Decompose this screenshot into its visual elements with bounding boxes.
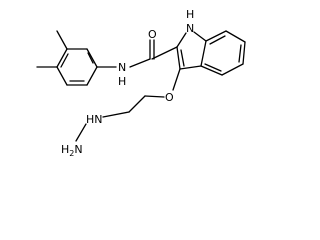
bond-benz-a <box>205 30 227 42</box>
hydrazine-h2n-label: H2N <box>61 143 83 158</box>
bond-nh-nh2 <box>75 123 87 142</box>
bond-ring1-double-1 <box>87 52 94 64</box>
bond-nh-carbonyl <box>129 58 151 68</box>
hydrazine-hn-label: HN <box>86 113 103 126</box>
bond-c3-c2 <box>176 46 181 70</box>
bond-n1-c7a <box>193 31 207 42</box>
bond-ch2-ch2 <box>128 95 146 113</box>
bond-benz-e <box>200 65 223 76</box>
atom-labels: H N O N H O HN H2N <box>61 8 194 158</box>
chemical-structure-diagram: H N O N H O HN H2N <box>36 8 246 158</box>
bond-benz-double-1 <box>209 35 226 45</box>
bond-ring1-b <box>86 66 98 86</box>
bond-o-ch2 <box>144 95 165 98</box>
bond-c3a-c3 <box>179 65 202 70</box>
bond-ring1-d <box>56 66 68 86</box>
hydrazine-n-text: N <box>74 143 82 156</box>
bond-c3-c2-double <box>180 49 185 67</box>
indole-nh-h-label: H <box>186 8 194 21</box>
bond-c2-n1 <box>176 32 187 48</box>
bond-benz-double-2 <box>238 44 242 63</box>
bond-c7a-c3a <box>200 40 207 67</box>
bond-ring1-e <box>56 48 68 68</box>
bond-benz-double-3 <box>204 63 222 72</box>
bond-methyl-top <box>56 30 68 50</box>
amide-n-label: N <box>118 61 126 74</box>
hydrazine-subscript-2: 2 <box>69 149 74 158</box>
bond-c3-o <box>172 68 181 91</box>
indole-n-label: N <box>186 22 194 35</box>
bond-benz-b <box>225 30 246 43</box>
carbonyl-oxygen-label: O <box>148 28 157 41</box>
bond-ch2-nh <box>102 111 130 118</box>
hydrazine-h-text: H <box>61 143 69 156</box>
bond-ring1-double-3 <box>60 53 69 68</box>
ether-oxygen-label: O <box>165 91 174 104</box>
bonds <box>36 30 246 142</box>
bond-carbonyl-c2 <box>151 46 178 60</box>
amide-h-label: H <box>118 75 126 88</box>
bond-ring1-a <box>86 48 98 68</box>
bond-benz-d <box>221 63 244 76</box>
bond-benz-c <box>242 41 246 65</box>
